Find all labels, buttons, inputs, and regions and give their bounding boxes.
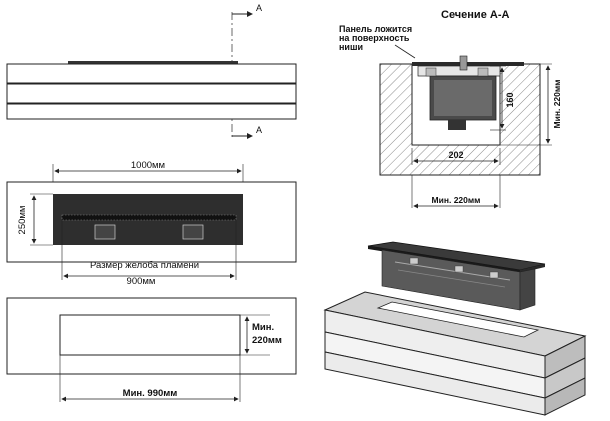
dim-min-height-label: Мин. 220мм xyxy=(552,80,562,129)
burner-unit xyxy=(417,55,501,130)
flame-length-label: 900мм xyxy=(127,276,156,287)
flame-caption: Размер желоба пламени xyxy=(90,260,199,271)
isometric-view xyxy=(323,241,587,416)
front-view: 1000мм 250мм Размер желоба пламени 900мм xyxy=(6,160,297,287)
dim-height: 160 xyxy=(490,65,515,131)
fuel-hatch-right xyxy=(182,224,204,240)
cut-mark-bottom: А xyxy=(232,125,262,139)
note: Панель ложится на поверхность ниши xyxy=(339,24,416,59)
dim-min-height: Мин. 220мм xyxy=(500,63,562,146)
section-view: Сечение А-А Панель ложится на поверхност… xyxy=(339,9,562,209)
note-line-2: на поверхность xyxy=(339,33,410,43)
flame-slot xyxy=(61,214,237,221)
cut-mark-label: А xyxy=(256,3,262,13)
dim-min-width-label: Мин. 220мм xyxy=(432,195,481,205)
cut-mark-top: А xyxy=(232,3,262,17)
niche-opening xyxy=(59,314,241,356)
iso-panel-block xyxy=(323,291,587,416)
iso-burner xyxy=(367,241,546,311)
note-line-3: ниши xyxy=(339,42,363,52)
niche-min-length-label: Мин. 990мм xyxy=(123,388,178,399)
dim-length-label: 1000мм xyxy=(131,160,165,171)
top-view: А А xyxy=(6,3,297,139)
section-title: Сечение А-А xyxy=(441,9,509,21)
niche-view: Мин. 220мм Мин. 990мм xyxy=(6,297,297,402)
burner-panel xyxy=(412,62,524,66)
dim-min-width: Мин. 220мм xyxy=(411,175,501,209)
dim-inner-width-label: 202 xyxy=(448,150,463,160)
burner-top-edge xyxy=(68,61,238,64)
fuel-hatch-left xyxy=(94,224,116,240)
dim-height-label: 160 xyxy=(505,92,515,107)
note-line-1: Панель ложится xyxy=(339,24,412,34)
dim-depth-label: 250мм xyxy=(17,206,28,235)
top-panel xyxy=(6,63,297,84)
cut-mark-label: А xyxy=(256,125,262,135)
middle-panel xyxy=(6,83,297,104)
bottom-panel xyxy=(6,103,297,120)
dim-inner-width: 202 xyxy=(411,148,501,165)
niche-min-height-line-1: Мин. xyxy=(252,322,274,333)
niche-min-height-line-2: 220мм xyxy=(252,335,282,346)
